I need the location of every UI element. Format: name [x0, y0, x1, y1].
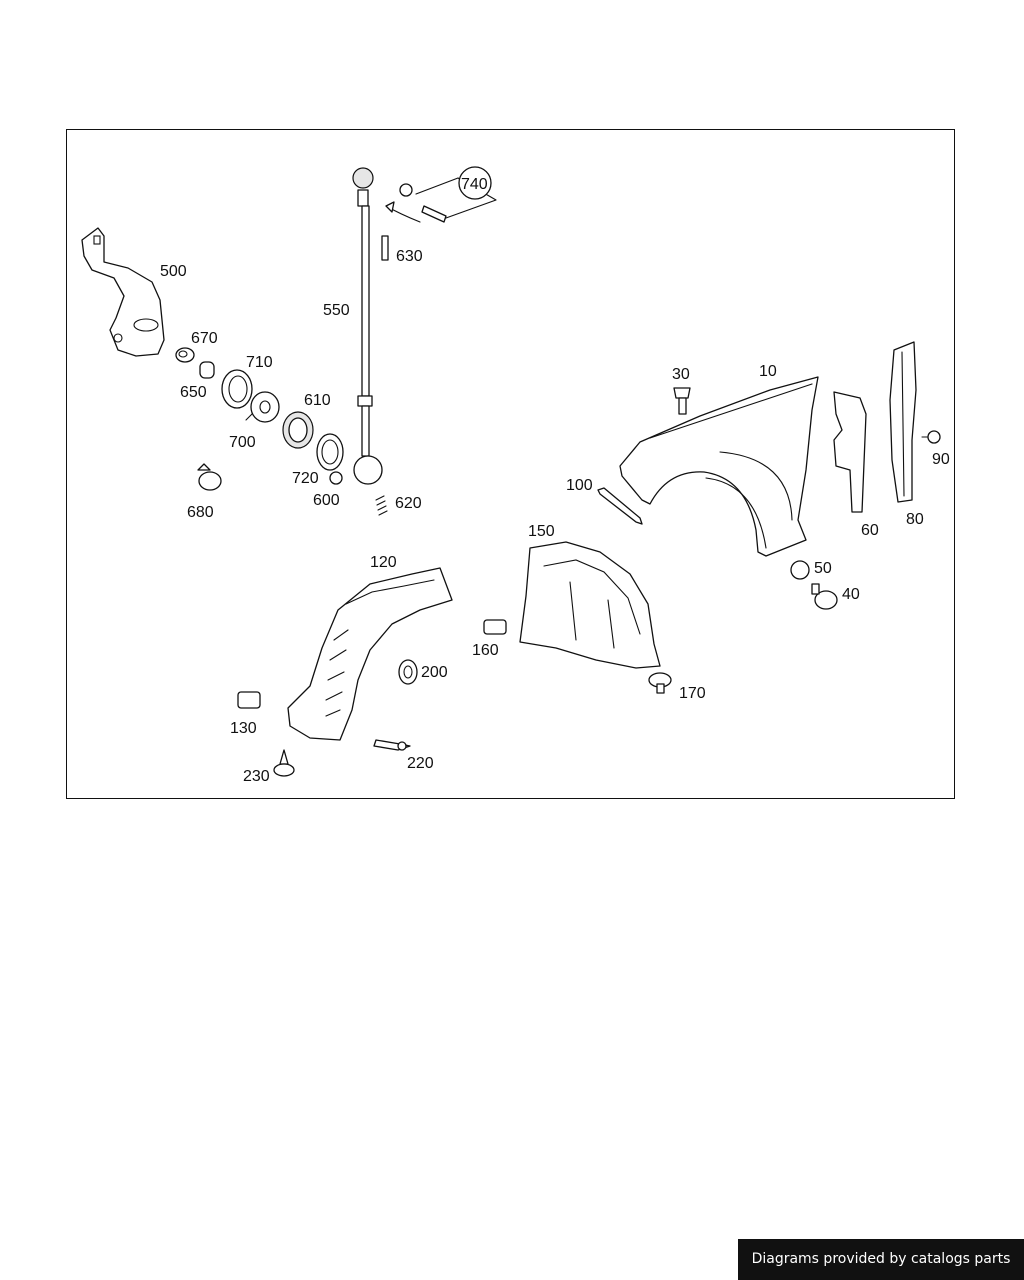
label-550[interactable]: 550: [323, 302, 350, 319]
part-620-spring[interactable]: [375, 495, 388, 516]
label-100[interactable]: 100: [566, 477, 593, 494]
label-620[interactable]: 620: [395, 495, 422, 512]
part-740-screw[interactable]: [385, 166, 497, 223]
label-650[interactable]: 650: [180, 384, 207, 401]
footer-banner: Diagrams provided by catalogs parts: [738, 1239, 1024, 1280]
label-710[interactable]: 710: [246, 354, 273, 371]
part-610-seal[interactable]: [282, 411, 314, 449]
part-90-clip[interactable]: [921, 430, 941, 444]
label-680[interactable]: 680: [187, 504, 214, 521]
label-700[interactable]: 700: [229, 434, 256, 451]
part-680-clip[interactable]: [197, 463, 222, 491]
part-230-clip[interactable]: [273, 749, 295, 777]
part-150-liner[interactable]: [519, 541, 661, 669]
part-500-bracket[interactable]: [81, 227, 165, 357]
part-120-liner[interactable]: [287, 567, 453, 741]
part-200-grommet[interactable]: [398, 659, 418, 685]
label-80[interactable]: 80: [906, 511, 924, 528]
label-610[interactable]: 610: [304, 392, 331, 409]
label-230[interactable]: 230: [243, 768, 270, 785]
part-670-grommet[interactable]: [175, 347, 195, 363]
label-150[interactable]: 150: [528, 523, 555, 540]
part-550-rod[interactable]: [352, 167, 383, 485]
label-500[interactable]: 500: [160, 263, 187, 280]
part-10-fender[interactable]: [619, 376, 819, 557]
label-740[interactable]: 740: [461, 176, 488, 193]
part-160-clip[interactable]: [483, 619, 507, 635]
label-720[interactable]: 720: [292, 470, 319, 487]
part-130-clip[interactable]: [237, 691, 261, 709]
label-170[interactable]: 170: [679, 685, 706, 702]
label-130[interactable]: 130: [230, 720, 257, 737]
label-60[interactable]: 60: [861, 522, 879, 539]
part-60-panel[interactable]: [833, 391, 867, 513]
label-630[interactable]: 630: [396, 248, 423, 265]
part-650-spacer[interactable]: [199, 361, 215, 379]
label-220[interactable]: 220: [407, 755, 434, 772]
part-630-pin[interactable]: [381, 235, 389, 261]
part-100-strip[interactable]: [597, 487, 643, 525]
label-670[interactable]: 670: [191, 330, 218, 347]
label-90[interactable]: 90: [932, 451, 950, 468]
part-220-screw[interactable]: [373, 739, 411, 751]
part-700-hub[interactable]: [245, 391, 280, 423]
label-120[interactable]: 120: [370, 554, 397, 571]
label-200[interactable]: 200: [421, 664, 448, 681]
label-50[interactable]: 50: [814, 560, 832, 577]
part-720-gasket[interactable]: [316, 433, 344, 471]
part-600-washer[interactable]: [329, 471, 343, 485]
label-160[interactable]: 160: [472, 642, 499, 659]
part-30-screw[interactable]: [673, 387, 691, 415]
part-40-bolt[interactable]: [811, 583, 838, 610]
part-710-ring[interactable]: [221, 369, 253, 409]
label-10[interactable]: 10: [759, 363, 777, 380]
part-80-trim[interactable]: [889, 341, 917, 503]
part-50-nut[interactable]: [790, 560, 810, 580]
label-600[interactable]: 600: [313, 492, 340, 509]
label-30[interactable]: 30: [672, 366, 690, 383]
part-170-rivet[interactable]: [648, 672, 672, 694]
label-40[interactable]: 40: [842, 586, 860, 603]
